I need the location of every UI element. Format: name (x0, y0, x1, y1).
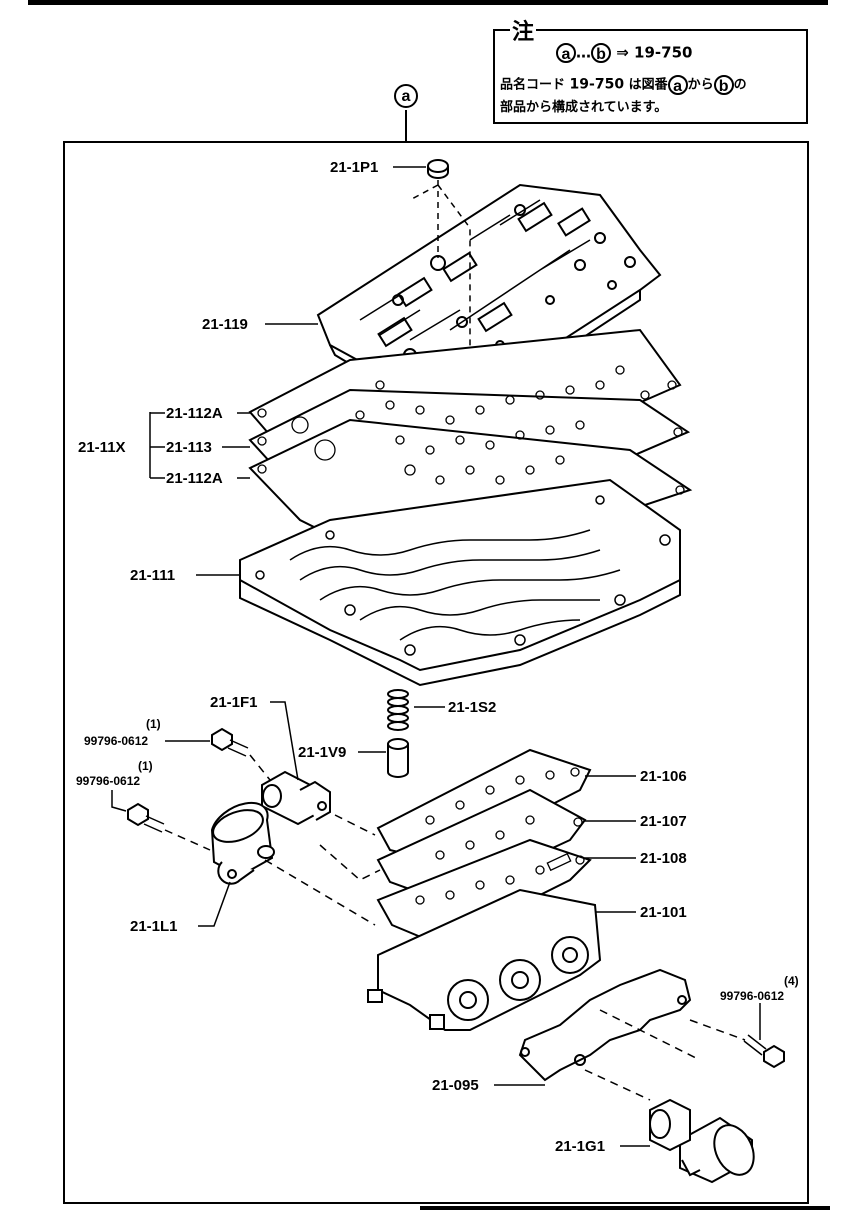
label-21-1V9[interactable]: 21-1V9 (298, 744, 347, 761)
note-line2-no: の (733, 77, 747, 93)
label-21-095[interactable]: 21-095 (432, 1077, 479, 1094)
label-21-1F1[interactable]: 21-1F1 (210, 694, 258, 711)
label-21-107[interactable]: 21-107 (640, 813, 687, 830)
label-21-1G1[interactable]: 21-1G1 (555, 1138, 606, 1155)
note-line2-mid: は図番 (628, 77, 668, 93)
label-21-101[interactable]: 21-101 (640, 904, 687, 921)
note-line-3: 部品から構成されています。 (500, 100, 668, 115)
label-21-108[interactable]: 21-108 (640, 850, 687, 867)
bolt-upper (211, 727, 249, 757)
bolt-lower (127, 802, 165, 833)
label-21-112A-bottom[interactable]: 21-112A (166, 470, 223, 487)
leader-lines (111, 166, 761, 1147)
group-marker: a (394, 84, 418, 108)
top-border-bar (28, 0, 828, 5)
label-21-111[interactable]: 21-111 (130, 567, 176, 584)
note-range-ref: 19-750 (634, 43, 693, 62)
bottom-rule (420, 1206, 830, 1210)
note-line2-kara: から (687, 77, 714, 93)
alignment-lines (164, 754, 746, 1101)
note-title: 注 (510, 20, 537, 45)
plate-holes (257, 365, 685, 495)
valve-21-1V9 (387, 738, 409, 778)
note-line2-circle-a: a (667, 75, 688, 95)
bolt-right-qty: (4) (784, 974, 799, 988)
label-21-11X[interactable]: 21-11X (78, 439, 126, 456)
bolt-lower-partno[interactable]: 99796-0612 (76, 774, 141, 788)
label-21-1L1[interactable]: 21-1L1 (130, 918, 178, 935)
bolt-right-partno[interactable]: 99796-0612 (720, 989, 785, 1003)
note-circle-b-visible: b (591, 43, 611, 63)
label-21-1P1[interactable]: 21-1P1 (330, 159, 379, 176)
label-21-1S2[interactable]: 21-1S2 (448, 699, 497, 716)
channel-pattern (255, 495, 671, 656)
gasket-21-095 (518, 968, 692, 1082)
spring-21-1S2 (387, 689, 409, 731)
solenoid-21-1F1 (261, 770, 331, 826)
label-21-106[interactable]: 21-106 (640, 768, 687, 785)
note-circle-a: a (556, 43, 576, 63)
bolt-right (743, 1034, 785, 1069)
label-21-113[interactable]: 21-113 (166, 439, 212, 456)
main-valve-body-21-111 (239, 478, 681, 687)
cap-21-1P1 (427, 159, 449, 179)
solenoid-21-1G1 (649, 1098, 755, 1184)
bolt-lower-qty: (1) (138, 759, 153, 773)
group-marker-a: a (394, 84, 418, 108)
note-ellipsis: … (576, 43, 591, 62)
bolt-upper-partno[interactable]: 99796-0612 (84, 734, 149, 748)
note-line2-circle-b: b (713, 75, 734, 95)
assembly-frame (63, 141, 809, 1204)
note-line2-code: 19-750 (569, 76, 625, 93)
note-line2-prefix: 品名コード (500, 77, 566, 93)
bolt-upper-qty: (1) (146, 717, 161, 731)
lower-valve-body-21-101 (367, 888, 602, 1031)
solenoid-21-1L1 (210, 801, 275, 885)
note-box (493, 29, 808, 124)
label-21-119[interactable]: 21-119 (202, 316, 248, 333)
note-arrow: ⇒ (616, 43, 629, 62)
note-range-line: a…b ⇒ 19-750 (556, 43, 692, 63)
label-21-112A-top[interactable]: 21-112A (166, 405, 223, 422)
